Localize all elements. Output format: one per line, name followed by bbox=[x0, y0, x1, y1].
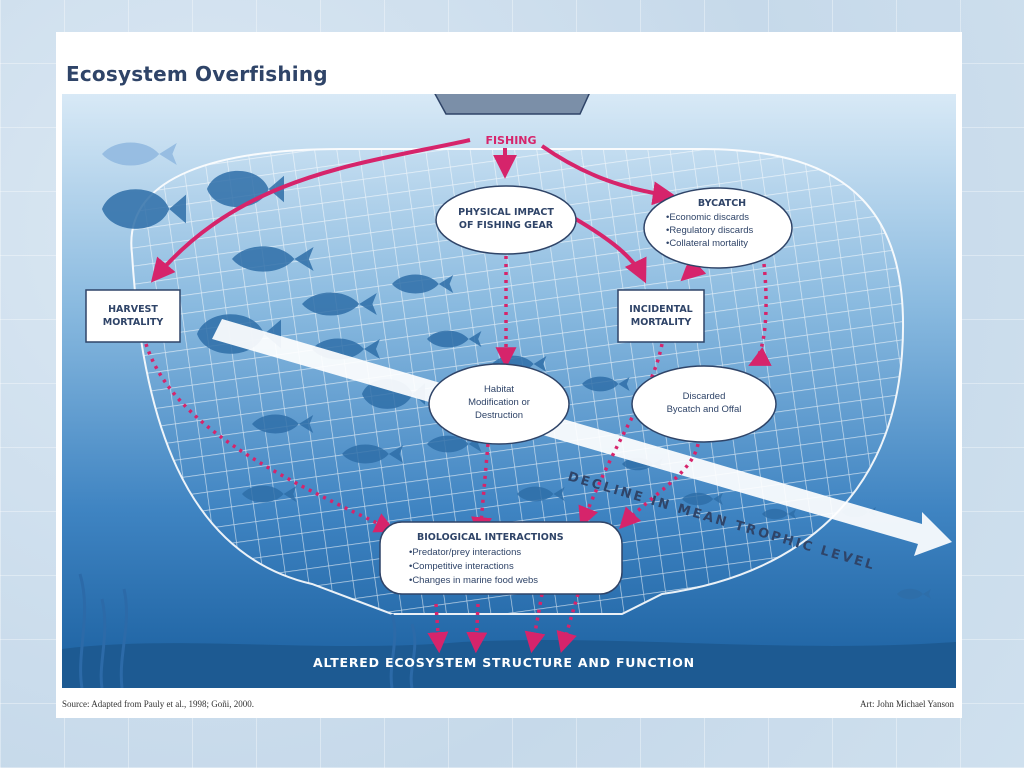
habitat-line-3: Destruction bbox=[475, 410, 523, 421]
incidental-mortality-node: INCIDENTAL MORTALITY bbox=[617, 289, 705, 343]
discarded-line-1: Discarded bbox=[683, 391, 726, 402]
physical-impact-line-2: OF FISHING GEAR bbox=[459, 220, 554, 231]
harvest-line-2: MORTALITY bbox=[103, 317, 164, 328]
biological-heading: BIOLOGICAL INTERACTIONS bbox=[417, 532, 564, 543]
diagram-illustration: DECLINE IN MEAN TROPHIC LEVEL FISHING bbox=[62, 94, 956, 688]
altered-ecosystem-label: ALTERED ECOSYSTEM STRUCTURE AND FUNCTION bbox=[313, 655, 695, 670]
habitat-node: Habitat Modification or Destruction bbox=[428, 363, 570, 445]
habitat-line-1: Habitat bbox=[484, 384, 514, 395]
art-credit: Art: John Michael Yanson bbox=[860, 699, 954, 709]
incidental-line-1: INCIDENTAL bbox=[629, 304, 692, 315]
discarded-node: Discarded Bycatch and Offal bbox=[631, 365, 777, 443]
source-citation: Source: Adapted from Pauly et al., 1998;… bbox=[62, 699, 254, 709]
bycatch-heading: BYCATCH bbox=[698, 198, 746, 209]
bycatch-item: •Regulatory discards bbox=[666, 225, 754, 236]
diagram-title: Ecosystem Overfishing bbox=[66, 62, 328, 86]
discarded-line-2: Bycatch and Offal bbox=[667, 404, 742, 415]
physical-impact-node: PHYSICAL IMPACT OF FISHING GEAR bbox=[435, 185, 577, 255]
seabed bbox=[62, 640, 956, 688]
seaweed bbox=[78, 573, 417, 688]
biological-item: •Competitive interactions bbox=[409, 561, 514, 572]
harvest-mortality-node: HARVEST MORTALITY bbox=[85, 289, 181, 343]
incidental-line-2: MORTALITY bbox=[631, 317, 692, 328]
bycatch-node: BYCATCH •Economic discards •Regulatory d… bbox=[643, 187, 793, 269]
biological-item: •Predator/prey interactions bbox=[409, 547, 521, 558]
fishing-boat bbox=[434, 94, 590, 115]
harvest-line-1: HARVEST bbox=[108, 304, 158, 315]
diagram-card: Ecosystem Overfishing bbox=[56, 32, 962, 718]
primary-arrows bbox=[150, 138, 712, 284]
physical-impact-line-1: PHYSICAL IMPACT bbox=[458, 207, 554, 218]
biological-item: •Changes in marine food webs bbox=[409, 575, 538, 586]
fishing-label: FISHING bbox=[485, 134, 536, 147]
secondary-arrows bbox=[144, 256, 772, 654]
habitat-line-2: Modification or bbox=[468, 397, 530, 408]
bycatch-item: •Collateral mortality bbox=[666, 238, 748, 249]
biological-interactions-node: BIOLOGICAL INTERACTIONS •Predator/prey i… bbox=[379, 521, 623, 595]
bycatch-item: •Economic discards bbox=[666, 212, 749, 223]
